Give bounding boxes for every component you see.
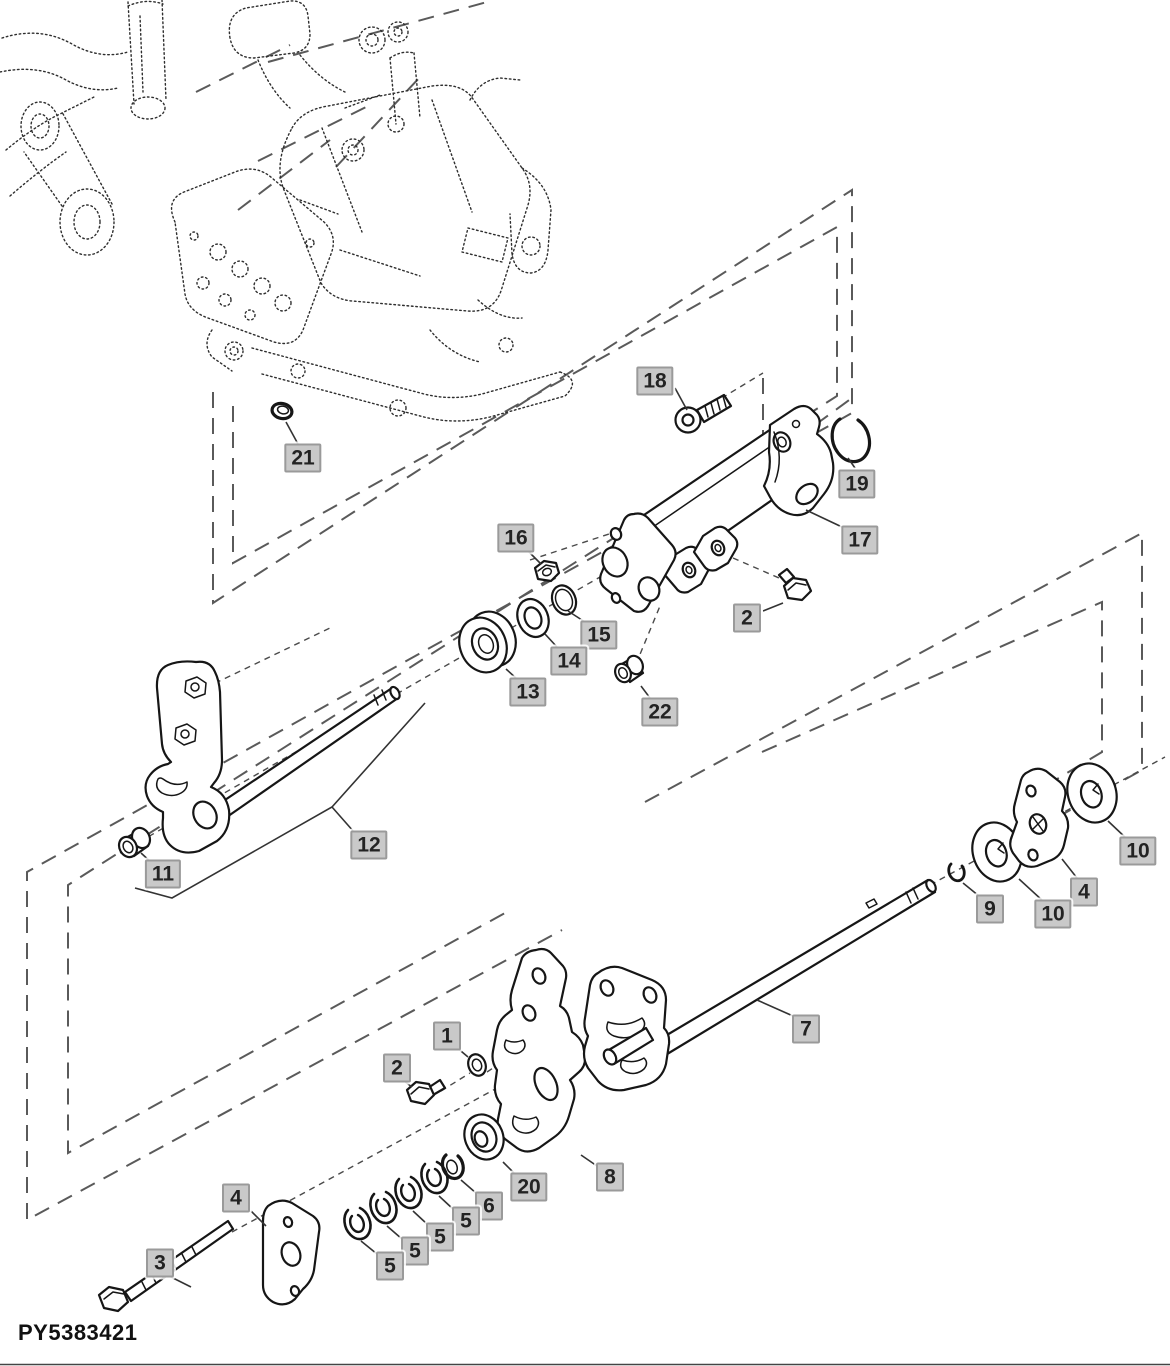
- part-6-washer: [440, 1153, 465, 1181]
- leader-line: [412, 1210, 428, 1225]
- leader-line: [360, 1240, 378, 1255]
- callout-11[interactable]: 11: [144, 859, 182, 889]
- callout-19[interactable]: 19: [838, 469, 876, 499]
- center-axis-line: [711, 372, 764, 405]
- part-8-brackets: [491, 947, 671, 1153]
- phantom-plane-line: [195, 44, 291, 93]
- leader-line: [640, 685, 651, 699]
- part-16-nut: [533, 559, 561, 583]
- part-13-seal: [458, 610, 517, 674]
- assembly-bracket-12-stub: [331, 806, 355, 833]
- callout-2[interactable]: 2: [733, 603, 761, 633]
- part-9-snap-ring: [947, 862, 966, 883]
- phantom-plane-line: [257, 104, 371, 162]
- leader-line: [580, 1154, 598, 1167]
- callout-1[interactable]: 1: [433, 1021, 461, 1051]
- center-axis-line: [732, 557, 780, 579]
- part-15-o-ring: [550, 584, 578, 616]
- callout-5[interactable]: 5: [401, 1236, 429, 1266]
- phantom-plane-line: [26, 188, 853, 1222]
- phantom-planes: [26, 1, 1143, 1222]
- leader-line: [250, 1210, 267, 1227]
- leader-line: [1061, 858, 1078, 879]
- callout-8[interactable]: 8: [596, 1162, 624, 1192]
- phantom-machine-overview: [0, 0, 573, 422]
- callout-3[interactable]: 3: [146, 1248, 174, 1278]
- phantom-plane-line: [67, 225, 838, 1155]
- parts-layer: [97, 393, 1126, 1313]
- callout-20[interactable]: 20: [510, 1172, 548, 1202]
- part-2-bolt-lower: [405, 1078, 447, 1106]
- part-14-washer: [516, 597, 550, 639]
- phantom-plane-line: [267, 1, 488, 63]
- callout-14[interactable]: 14: [550, 646, 588, 676]
- part-21-plug: [270, 401, 294, 421]
- callout-12[interactable]: 12: [350, 830, 388, 860]
- leader-line: [544, 633, 558, 648]
- part-1-washer: [467, 1053, 487, 1077]
- center-axis-line: [204, 627, 331, 689]
- leader-line: [962, 882, 980, 897]
- leader-line: [460, 1179, 477, 1194]
- part-4-cam-right: [1009, 767, 1070, 868]
- callout-2[interactable]: 2: [383, 1053, 411, 1083]
- phantom-plane-line: [761, 600, 1103, 789]
- part-10-washer-right: [1058, 755, 1126, 831]
- leader-line: [762, 602, 784, 612]
- center-axis-line: [635, 605, 661, 665]
- callout-22[interactable]: 22: [641, 697, 679, 727]
- part-2-bolt-upper: [777, 567, 813, 602]
- callout-10[interactable]: 10: [1119, 836, 1157, 866]
- leader-line: [756, 999, 794, 1017]
- phantom-plane-line: [814, 397, 853, 426]
- leader-line: [805, 509, 843, 528]
- callout-13[interactable]: 13: [509, 677, 547, 707]
- leader-line: [1107, 820, 1128, 840]
- leader-line: [285, 421, 299, 445]
- leader-line: [1018, 878, 1044, 902]
- callout-7[interactable]: 7: [792, 1014, 820, 1044]
- assembly-bracket-12: [134, 702, 426, 899]
- callout-18[interactable]: 18: [636, 366, 674, 396]
- leader-line: [847, 457, 856, 469]
- callout-4[interactable]: 4: [222, 1183, 250, 1213]
- center-axis-line: [529, 532, 613, 561]
- callout-9[interactable]: 9: [976, 894, 1004, 924]
- part-number-code: PY5383421: [18, 1320, 138, 1345]
- part-12-lever-shaft: [144, 660, 401, 854]
- leader-line: [386, 1225, 403, 1240]
- part-4-plate-left: [261, 1199, 321, 1306]
- part-20-bushing: [463, 1113, 505, 1161]
- phantom-plane-line: [335, 76, 421, 168]
- callout-10[interactable]: 10: [1034, 899, 1072, 929]
- callout-21[interactable]: 21: [284, 443, 322, 473]
- leader-line: [674, 387, 688, 411]
- callout-16[interactable]: 16: [497, 523, 535, 553]
- center-axes: [119, 372, 1166, 1233]
- callout-5[interactable]: 5: [426, 1222, 454, 1252]
- callout-4[interactable]: 4: [1070, 877, 1098, 907]
- part-22-bushing: [614, 654, 645, 684]
- callout-5[interactable]: 5: [452, 1206, 480, 1236]
- callout-5[interactable]: 5: [376, 1251, 404, 1281]
- leader-line: [505, 668, 518, 680]
- leader-line: [567, 610, 586, 623]
- part-3-capscrew: [97, 1219, 235, 1313]
- leader-line: [527, 550, 542, 565]
- phantom-plane-line: [237, 139, 331, 211]
- leader-lines: [134, 387, 1128, 1288]
- callout-17[interactable]: 17: [841, 525, 879, 555]
- part-17-cylinder-bracket: [599, 404, 835, 613]
- part-18-capscrew: [674, 393, 733, 434]
- part-19-snap-ring: [830, 417, 872, 464]
- callout-15[interactable]: 15: [580, 620, 618, 650]
- leader-line: [438, 1195, 454, 1210]
- part-11-bushing: [117, 826, 152, 859]
